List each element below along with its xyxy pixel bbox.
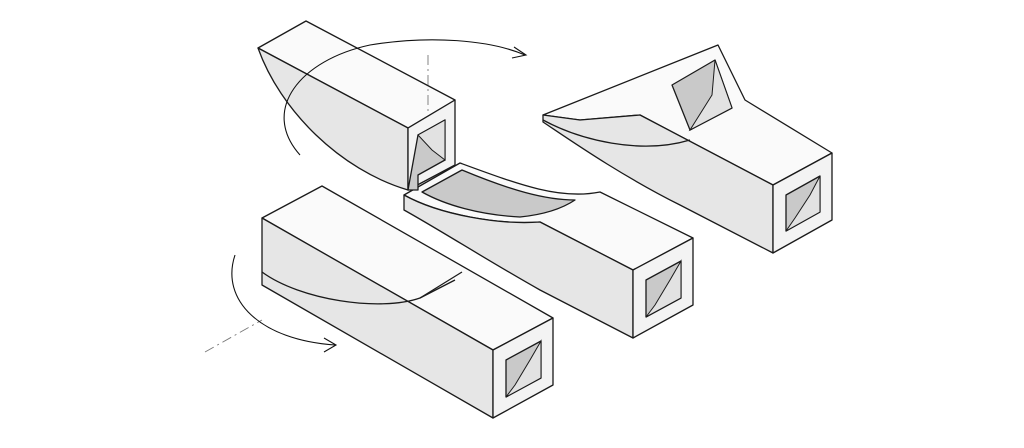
rotation-arrow-top xyxy=(283,39,528,156)
assembled-beam xyxy=(542,44,833,254)
cut-beam-piece xyxy=(403,162,694,339)
wedge-channel-piece xyxy=(257,20,456,191)
rotation-axis-horizontal xyxy=(204,319,263,353)
rotation-arrow-bottom xyxy=(231,254,338,353)
full-beam xyxy=(261,185,554,419)
